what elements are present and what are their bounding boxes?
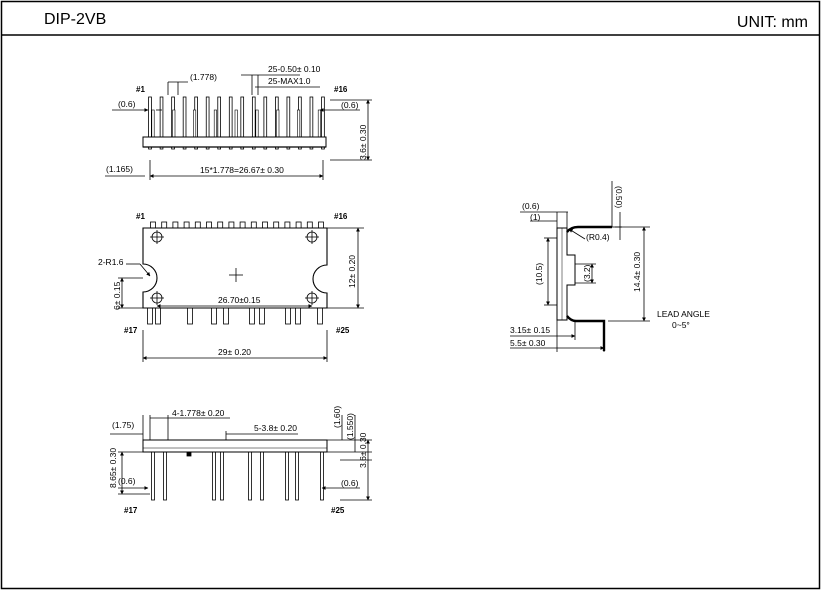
top-view-pin [309, 96, 314, 150]
side-view-labels: (0.6) (1) (R0.4) (0.50) (10.5) (3.2) 14.… [510, 186, 710, 348]
front-view-bottom-pins [147, 305, 323, 325]
bottom-view-body [142, 439, 328, 453]
bottom-view-pin [260, 451, 264, 501]
top-view-pin [251, 96, 256, 150]
dim-radius: 2-R1.6 [98, 257, 124, 267]
unit-label: UNIT: mm [737, 14, 808, 31]
top-view-pin [205, 96, 210, 150]
front-pin-1-label: #1 [136, 212, 145, 221]
bottom-view-pin [285, 451, 289, 501]
bottom-view-pin [295, 451, 299, 501]
dim-side-thickness: (0.50) [614, 186, 624, 208]
top-view-pin [321, 96, 325, 150]
front-view-bottom-pin [285, 305, 291, 325]
dim-bottom-right-offset: (0.6) [341, 478, 359, 488]
dim-front-right-height: 12± 0.20 [347, 255, 357, 288]
bottom-view-pins [151, 451, 324, 501]
bottom-view-pin [212, 451, 216, 501]
top-view-pin [148, 96, 152, 150]
front-view-labels: #1 #16 #17 #25 2-R1.6 6± 0.15 26.70±0.15… [98, 212, 357, 357]
top-view-body [142, 136, 327, 148]
dim-hole-span: 26.70±0.15 [218, 295, 261, 305]
side-view-lower-lead [566, 315, 606, 351]
dim-bottom-lead-length: 8.65± 0.30 [108, 448, 118, 488]
bottom-view-pin [151, 451, 155, 501]
dim-side-b: 5.5± 0.30 [510, 338, 546, 348]
bottom-view-pin [320, 451, 324, 501]
front-view-top-pins [150, 221, 324, 231]
front-view-bottom-pin [223, 305, 229, 325]
dim-top-edge: (1.165) [106, 164, 133, 174]
bottom-pin-25-label: #25 [331, 506, 345, 515]
bottom-view [110, 415, 372, 501]
bottom-view-pin [163, 451, 167, 501]
dim-bottom-left-offset: (0.6) [118, 476, 136, 486]
dim-bottom-b: (1.550) [345, 413, 355, 440]
lead-angle-value: 0~5° [672, 320, 690, 330]
top-view-pin [263, 96, 268, 150]
front-view-bottom-pin [211, 305, 217, 325]
dim-top-height: 3.6± 0.30 [358, 124, 368, 160]
top-view [105, 74, 372, 180]
front-view [118, 221, 364, 362]
top-pin-16-label: #16 [334, 85, 348, 94]
lead-angle-label: LEAD ANGLE [657, 309, 710, 319]
front-pin-16-label: #16 [334, 212, 348, 221]
bottom-view-labels: (1.75) 4-1.778± 0.20 5-3.8± 0.20 8.65± 0… [108, 406, 368, 515]
dim-side-height: 14.4± 0.30 [632, 252, 642, 292]
front-view-bottom-pin [295, 305, 301, 325]
dim-side-lead-offset: (0.6) [522, 201, 540, 211]
front-view-bottom-pin [249, 305, 255, 325]
dim-bottom-c: 3.6± 0.30 [358, 432, 368, 468]
top-view-pin [286, 96, 291, 150]
front-view-bottom-pin [155, 305, 161, 325]
top-view-pin [182, 96, 187, 150]
package-title: DIP-2VB [44, 11, 106, 28]
dim-pitch: (1.778) [190, 72, 217, 82]
dim-side-a: 3.15± 0.15 [510, 325, 550, 335]
top-view-pin [217, 96, 221, 150]
dim-top-right-offset: (0.6) [341, 100, 359, 110]
top-view-pin [240, 96, 245, 150]
dim-bottom-left-edge: (1.75) [112, 420, 134, 430]
mounting-hole-marks [150, 230, 319, 305]
dim-side-radius: (R0.4) [586, 232, 610, 242]
top-view-labels: #1 #16 (1.778) 25-0.50± 0.10 25-MAX1.0 (… [106, 64, 368, 175]
front-view-bottom-pin [317, 305, 323, 325]
dim-bottom-a: (1.60) [332, 406, 342, 428]
top-pin-1-label: #1 [136, 85, 145, 94]
dim-side-step: (3.2) [582, 264, 592, 282]
dim-pin-width: 25-0.50± 0.10 [268, 64, 321, 74]
front-pin-17-label: #17 [124, 326, 138, 335]
dim-top-span: 15*1.778=26.67± 0.30 [200, 165, 284, 175]
bottom-view-pin [220, 451, 224, 501]
dim-bottom-pitch-b: 5-3.8± 0.20 [254, 423, 297, 433]
bottom-view-pin [248, 451, 252, 501]
side-view [510, 181, 650, 352]
dim-side-lead-1: (1) [530, 212, 541, 222]
dim-front-left-height: 6± 0.15 [112, 281, 122, 310]
front-view-bottom-pin [147, 305, 153, 325]
dim-pin-max: 25-MAX1.0 [268, 76, 311, 86]
side-view-body [556, 227, 576, 321]
front-view-bottom-pin [187, 305, 193, 325]
top-view-pin [228, 96, 233, 150]
front-pin-25-label: #25 [336, 326, 350, 335]
top-view-pins [148, 96, 325, 150]
dim-front-total-width: 29± 0.20 [218, 347, 251, 357]
side-view-upper-lead [566, 225, 612, 233]
dim-side-body: (10.5) [534, 263, 544, 285]
bottom-pin-17-label: #17 [124, 506, 138, 515]
front-view-bottom-pin [259, 305, 265, 325]
dim-top-left-offset: (0.6) [118, 99, 136, 109]
dim-bottom-pitch-a: 4-1.778± 0.20 [172, 408, 225, 418]
top-view-pin [159, 96, 164, 150]
